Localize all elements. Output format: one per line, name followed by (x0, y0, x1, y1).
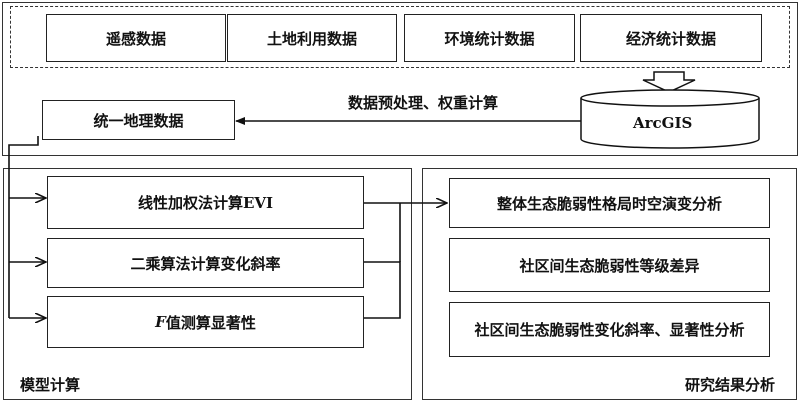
f-test-label: 值测算显著性 (165, 313, 256, 332)
arcgis-database-icon (580, 89, 760, 149)
results-section-title: 研究结果分析 (685, 376, 776, 394)
model-right-collector (364, 261, 401, 319)
model-section-frame (3, 168, 412, 400)
unified-to-model-line (8, 136, 39, 318)
data-source-environment-stats: 环境统计数据 (404, 14, 575, 62)
preprocess-label: 数据预处理、权重计算 (348, 94, 499, 112)
data-source-land-use: 土地利用数据 (227, 14, 397, 62)
model-step-evi: 线性加权法计算EVI (47, 176, 364, 229)
result-level-difference: 社区间生态脆弱性等级差异 (449, 238, 770, 292)
result-slope-significance: 社区间生态脆弱性变化斜率、显著性分析 (449, 302, 770, 357)
model-step-slope: 二乘算法计算变化斜率 (47, 238, 364, 288)
top-section-frame (2, 2, 798, 156)
model-section-title: 模型计算 (20, 376, 81, 394)
arcgis-label: ArcGIS (633, 114, 693, 132)
unified-geodata-box: 统一地理数据 (42, 100, 235, 140)
f-symbol: F (155, 313, 166, 331)
data-source-remote-sensing: 遥感数据 (46, 14, 226, 62)
data-source-economic-stats: 经济统计数据 (580, 14, 762, 62)
data-sources-group (10, 6, 790, 68)
results-section-frame (422, 168, 797, 400)
result-spatiotemporal: 整体生态脆弱性格局时空演变分析 (449, 178, 770, 228)
down-arrow-icon (642, 71, 696, 93)
